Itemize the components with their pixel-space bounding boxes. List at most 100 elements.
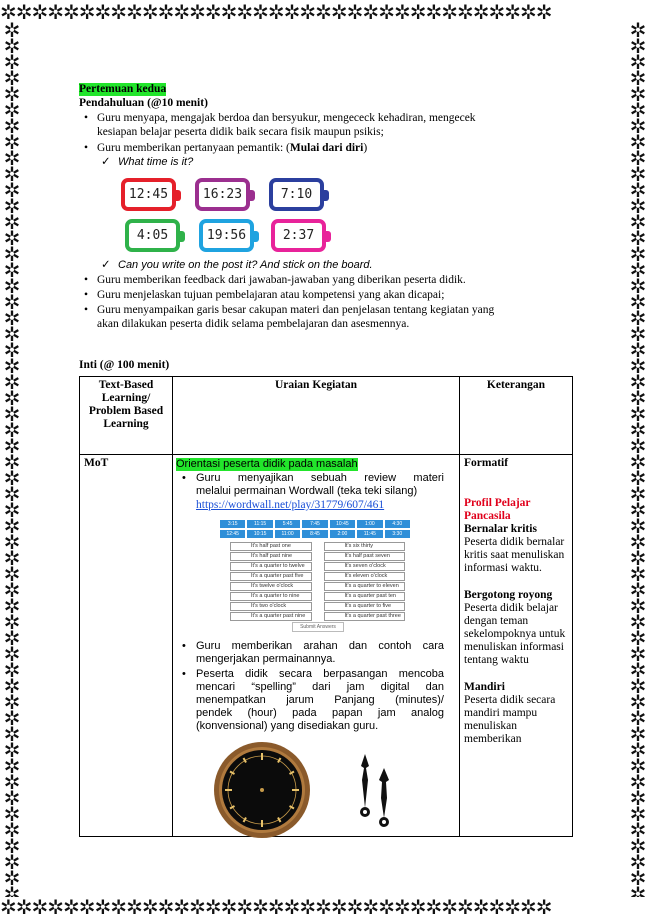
pendahuluan-item-5-line-1: Guru menyampaikan garis besar cakupan ma… xyxy=(97,304,495,316)
checkmark-icon: ✓ xyxy=(101,259,111,271)
item-2-close: ) xyxy=(363,142,368,154)
kegiatan-3-line-3: menempatkan jarum Panjang (minutes)/ xyxy=(196,694,444,706)
inti-heading: Inti (@ 100 menit) xyxy=(79,359,170,371)
submit-answers-button[interactable]: Submit Answers xyxy=(292,622,344,632)
kegiatan-2-line-1: Guru memberikan arahan dan contoh cara xyxy=(196,640,444,652)
time-tile: 4:30 xyxy=(384,520,410,528)
phrase-slot[interactable]: It's half past one xyxy=(230,542,312,551)
pendahuluan-item-4: Guru menjelaskan tujuan pembelajaran ata… xyxy=(97,289,445,301)
clock-time: 19:56 xyxy=(206,228,247,243)
ket-gotong-text: Peserta didik belajar dengan teman sekel… xyxy=(464,602,566,666)
clock-time: 16:23 xyxy=(202,187,243,202)
bullet-icon: • xyxy=(182,472,186,484)
phrase-slot[interactable]: It's half past seven xyxy=(323,552,405,561)
check-item-2: Can you write on the post it? And stick … xyxy=(118,259,373,271)
decorative-border-left: ✲✲✲✲✲✲✲✲✲✲✲✲✲✲✲✲✲✲✲✲✲✲✲✲✲✲✲✲✲✲✲✲✲✲✲✲✲✲✲✲… xyxy=(3,22,21,897)
keterangan-cell: Formatif Profil Pelajar Pancasila Bernal… xyxy=(459,454,573,837)
phrase-slot[interactable]: It's a quarter to five xyxy=(323,602,405,611)
check-item-1: What time is it? xyxy=(118,156,194,168)
item-2-text: Guru memberikan pertanyaan pemantik: ( xyxy=(97,142,290,154)
wordwall-phrase-grid: It's half past one It's six thirty It's h… xyxy=(230,542,405,621)
decorative-border-right: ✲✲✲✲✲✲✲✲✲✲✲✲✲✲✲✲✲✲✲✲✲✲✲✲✲✲✲✲✲✲✲✲✲✲✲✲✲✲✲✲… xyxy=(629,22,647,897)
clock-knob xyxy=(254,231,259,242)
clock-time: 2:37 xyxy=(282,228,315,243)
ket-profil: Profil Pelajar Pancasila xyxy=(464,497,531,522)
digital-clock-6: 2:37 xyxy=(271,219,331,252)
phrase-slot[interactable]: It's twelve o'clock xyxy=(230,582,312,591)
time-tile: 10:15 xyxy=(247,530,273,538)
clock-time: 4:05 xyxy=(136,228,169,243)
analog-clock-icon xyxy=(214,742,310,838)
phrase-slot[interactable]: It's half past nine xyxy=(230,552,312,561)
phrase-slot[interactable]: It's a quarter past nine xyxy=(230,612,312,621)
col3-header: Keterangan xyxy=(459,376,573,455)
clock-knob xyxy=(326,231,331,242)
phrase-slot[interactable]: It's a quarter past ten xyxy=(323,592,405,601)
orientasi-label: Orientasi peserta didik pada masalah xyxy=(176,458,358,471)
pendahuluan-item-1-line-2: kesiapan belajar peserta didik baik seca… xyxy=(97,126,384,138)
time-tile: 10:45 xyxy=(329,520,356,528)
digital-clock-4: 4:05 xyxy=(125,219,185,252)
row-label: MoT xyxy=(79,454,173,837)
clock-time: 7:10 xyxy=(280,187,313,202)
phrase-slot[interactable]: It's a quarter past five xyxy=(230,572,312,581)
phrase-slot[interactable]: It's a quarter to eleven xyxy=(323,582,405,591)
digital-clock-2: 16:23 xyxy=(195,178,255,211)
item-2-bold: Mulai dari diri xyxy=(289,142,364,154)
bullet-icon: • xyxy=(84,304,89,316)
ket-formatif: Formatif xyxy=(464,457,509,469)
time-tile: 2:00 xyxy=(329,530,356,538)
col1-header: Text-Based Learning/ Problem Based Learn… xyxy=(79,376,173,455)
kegiatan-2-line-2: mengerjakan permainannya. xyxy=(196,653,336,665)
phrase-slot[interactable]: It's seven o'clock xyxy=(323,562,405,571)
ket-gotong-heading: Bergotong royong xyxy=(464,589,553,601)
time-tile: 3:15 xyxy=(220,520,246,528)
phrase-slot[interactable]: It's a quarter to nine xyxy=(230,592,312,601)
pendahuluan-item-2: Guru memberikan pertanyaan pemantik: (Mu… xyxy=(97,141,367,155)
table-header-row: Text-Based Learning/ Problem Based Learn… xyxy=(79,376,573,455)
col2-header: Uraian Kegiatan xyxy=(172,376,460,455)
digital-clock-1: 12:45 xyxy=(121,178,181,211)
pendahuluan-item-1-line-1: Guru menyapa, mengajak berdoa dan bersyu… xyxy=(97,112,476,124)
time-tile: 5:45 xyxy=(274,520,301,528)
time-tile: 8:45 xyxy=(302,530,328,538)
bullet-icon: • xyxy=(84,112,89,124)
kegiatan-3-line-4: pendek (hour) pada papan jam analog xyxy=(196,707,444,719)
time-tile: 11:00 xyxy=(274,530,301,538)
digital-clock-5: 19:56 xyxy=(199,219,259,252)
phrase-slot[interactable]: It's a quarter to twelve xyxy=(230,562,312,571)
kegiatan-1-line-2: melalui permainan Wordwall (teka teki si… xyxy=(196,485,418,497)
phrase-slot[interactable]: It's a quarter past three xyxy=(323,612,405,621)
clock-hands-icon xyxy=(360,754,389,827)
ket-mandiri-text: Peserta didik secara mandiri mampu menul… xyxy=(464,694,556,745)
phrase-slot[interactable]: It's two o'clock xyxy=(230,602,312,611)
time-tile: 11:45 xyxy=(357,530,383,538)
clock-knob xyxy=(324,190,329,201)
bullet-icon: • xyxy=(182,668,186,680)
phrase-slot[interactable]: It's six thirty xyxy=(323,542,405,551)
pendahuluan-heading: Pendahuluan (@10 menit) xyxy=(79,97,208,109)
digital-clock-3: 7:10 xyxy=(269,178,329,211)
kegiatan-3-line-1: Peserta didik secara berpasangan mencoba xyxy=(196,668,444,680)
phrase-slot[interactable]: It's eleven o'clock xyxy=(323,572,405,581)
ket-mandiri-heading: Mandiri xyxy=(464,681,505,693)
time-tile: 12:45 xyxy=(220,530,246,538)
clock-knob xyxy=(180,231,185,242)
section-title: Pertemuan kedua xyxy=(79,83,167,96)
wordwall-link[interactable]: https://wordwall.net/play/31779/607/461 xyxy=(196,499,385,511)
time-tile: 1:00 xyxy=(357,520,383,528)
kegiatan-3-line-5: (konvensional) yang disediakan guru. xyxy=(196,720,379,732)
kegiatan-1-line-1: Guru menyajikan sebuah review materi xyxy=(196,472,444,484)
bullet-icon: • xyxy=(84,289,89,301)
decorative-border-bottom: ✲✲✲✲✲✲✲✲✲✲✲✲✲✲✲✲✲✲✲✲✲✲✲✲✲✲✲✲✲✲✲✲✲✲✲ xyxy=(0,895,553,919)
pendahuluan-item-3: Guru memberikan feedback dari jawaban-ja… xyxy=(97,274,466,286)
time-tile: 11:15 xyxy=(247,520,273,528)
decorative-border-top: ✲✲✲✲✲✲✲✲✲✲✲✲✲✲✲✲✲✲✲✲✲✲✲✲✲✲✲✲✲✲✲✲✲✲✲ xyxy=(0,0,553,24)
time-tile: 7:45 xyxy=(302,520,328,528)
ket-kritis-heading: Bernalar kritis xyxy=(464,523,537,535)
bullet-icon: • xyxy=(84,274,89,286)
